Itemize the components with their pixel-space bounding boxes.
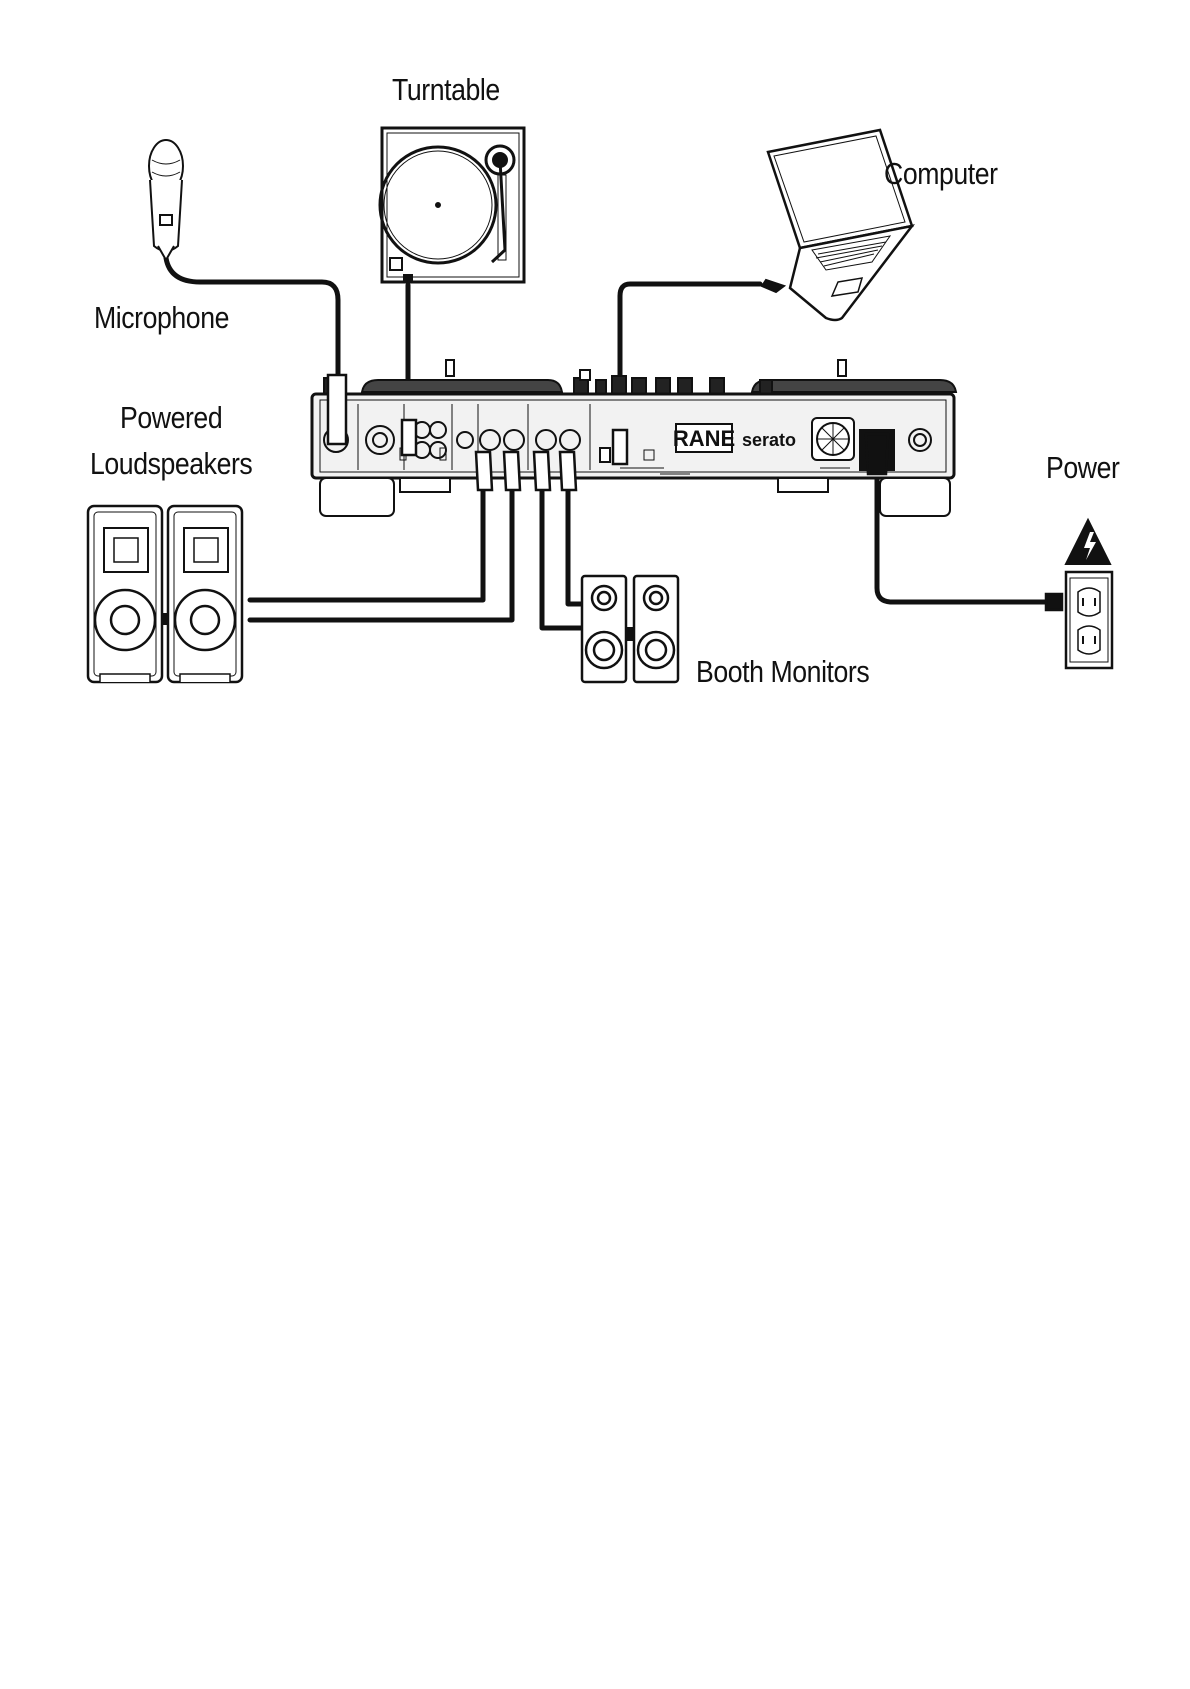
powered-loudspeakers-label-line2: Loudspeakers — [90, 446, 252, 482]
high-voltage-warning-icon — [1066, 520, 1110, 564]
booth-monitor-left — [582, 576, 626, 682]
microphone-label: Microphone — [94, 300, 229, 336]
power-outlet-icon — [1066, 572, 1112, 668]
turntable-label: Turntable — [392, 72, 500, 108]
rane-logo: RANE — [673, 426, 735, 451]
booth-monitor-link — [626, 628, 634, 640]
booth-monitor-right — [634, 576, 678, 682]
booth-monitors-label: Booth Monitors — [696, 654, 869, 690]
turntable-icon — [380, 128, 524, 282]
loudspeaker-link — [162, 614, 168, 624]
computer-label: Computer — [884, 156, 998, 192]
serato-logo: serato — [742, 430, 796, 450]
power-label: Power — [1046, 450, 1119, 486]
loudspeaker-right — [168, 506, 242, 682]
booth-cable-left — [542, 490, 584, 628]
powered-loudspeakers-label-line1: Powered — [120, 400, 222, 436]
microphone-icon — [149, 140, 183, 260]
loudspeaker-left — [88, 506, 162, 682]
